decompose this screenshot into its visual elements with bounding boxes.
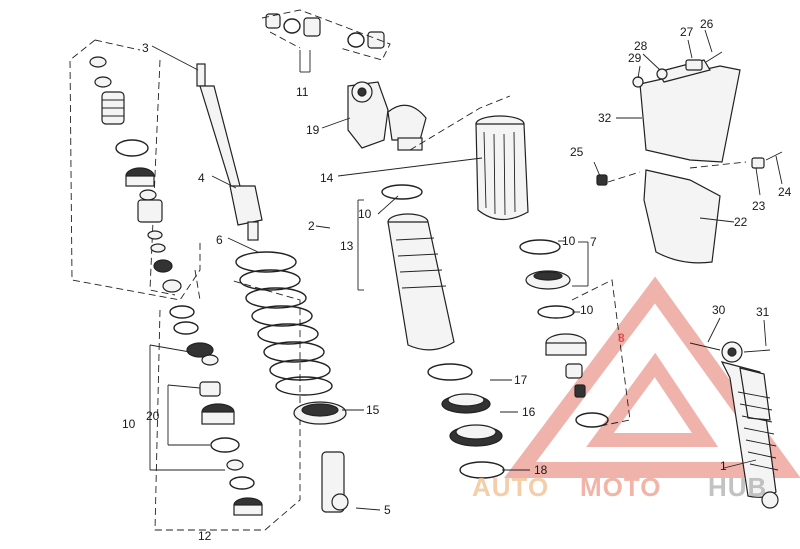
label-29: 29 — [628, 51, 642, 65]
label-17: 17 — [514, 373, 528, 387]
left-parts-stack — [89, 56, 263, 516]
top-small-parts — [261, 9, 391, 73]
label-18: 18 — [534, 463, 548, 477]
leader-lines — [151, 29, 783, 511]
label-2: 2 — [308, 219, 315, 233]
label-11: 11 — [296, 85, 309, 99]
label-26: 26 — [700, 17, 714, 31]
label-5: 5 — [384, 503, 391, 517]
label-15: 15 — [366, 403, 380, 417]
damper-rod — [196, 63, 263, 241]
main-spring — [235, 251, 333, 396]
watermark-part2: MOTO — [580, 472, 662, 502]
watermark-part1: AUTO — [472, 472, 549, 502]
label-32: 32 — [598, 111, 612, 125]
label-10-left: 10 — [122, 417, 136, 431]
label-30: 30 — [712, 303, 726, 317]
label-13: 13 — [340, 239, 354, 253]
label-12: 12 — [198, 529, 212, 543]
top-eye-reservoir — [347, 81, 427, 151]
label-25: 25 — [570, 145, 584, 159]
label-3: 3 — [142, 41, 149, 55]
label-10-right-top: 10 — [562, 234, 576, 248]
label-16: 16 — [522, 405, 536, 419]
reservoir-canister — [409, 95, 529, 221]
watermark-part3: HUB — [708, 472, 767, 502]
label-28: 28 — [634, 39, 648, 53]
label-10-top: 10 — [358, 207, 372, 221]
label-14: 14 — [320, 171, 334, 185]
label-24: 24 — [778, 185, 792, 199]
lock-rings — [427, 363, 505, 479]
label-31: 31 — [756, 305, 770, 319]
part-labels: 3 4 6 11 19 14 10 2 13 15 5 17 16 18 10 … — [122, 17, 792, 543]
label-4: 4 — [198, 171, 205, 185]
label-23: 23 — [752, 199, 766, 213]
callout-brackets — [149, 199, 589, 471]
watermark-text: AUTO MOTO HUB — [472, 472, 767, 502]
label-7: 7 — [590, 235, 597, 249]
spring-seat-and-eye — [293, 401, 349, 513]
left-assembly-group — [69, 39, 301, 531]
label-6: 6 — [216, 233, 223, 247]
complete-shock-absorber — [689, 341, 779, 509]
label-10-right-mid: 10 — [580, 303, 594, 317]
label-19: 19 — [306, 123, 320, 137]
label-8: 8 — [618, 331, 625, 345]
label-22: 22 — [734, 215, 748, 229]
mudguard — [596, 51, 783, 264]
label-1: 1 — [720, 459, 727, 473]
damper-body — [381, 184, 455, 351]
right-middle-parts — [519, 239, 631, 428]
label-27: 27 — [680, 25, 694, 39]
label-20: 20 — [146, 409, 160, 423]
